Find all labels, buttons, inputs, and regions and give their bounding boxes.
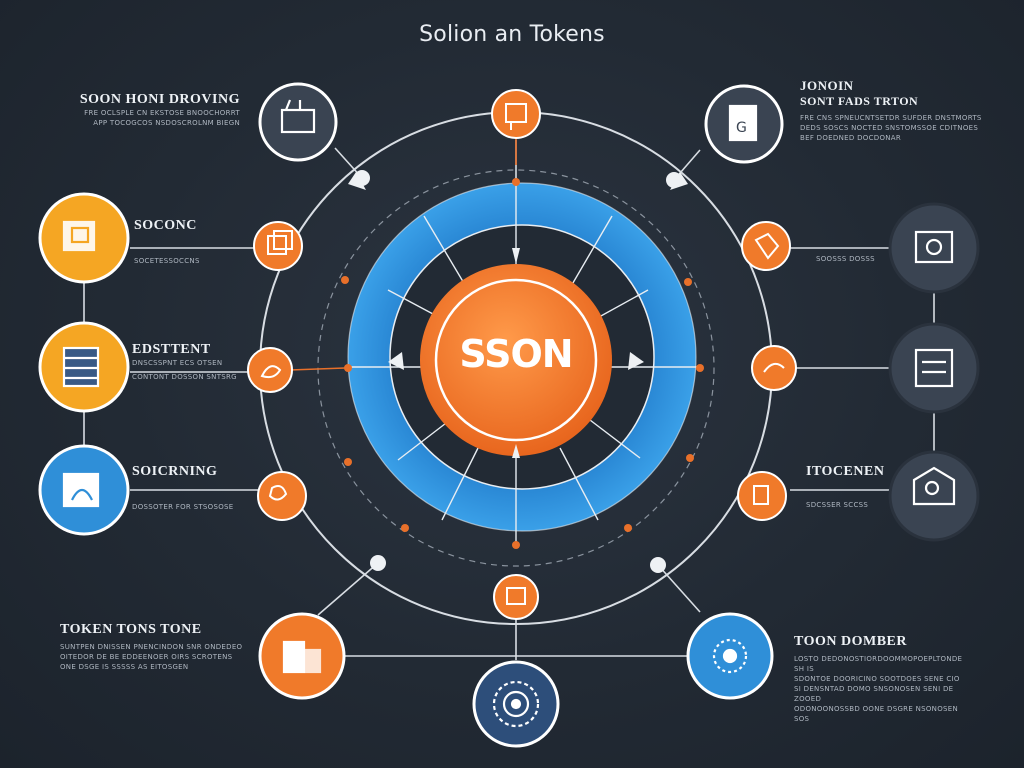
label-sub: SDCSSER SCCSS [806,501,869,509]
label-top-right: JONOIN SONT FADS TRTON FRE CNS SPNEUCNTS… [800,78,1000,143]
label-sub: ONE DSGE IS SSSSS AS EITOSGEN [60,663,189,671]
label-sub: BEF DOEDNED DOCDONAR [800,134,902,142]
label-sub: LOSTO DEDONOSTIORDOOMMOPOEPLTONDE SH IS [794,655,963,673]
outer-right-nodes [686,84,980,700]
label-sub: SOOSSS DOSSS [816,255,875,263]
label-sub: SOCETESSOCCNS [134,257,200,265]
label-heading: TOKEN TONS TONE [60,622,202,637]
label-sub: ODONOONOSSBD OONE DSGRE NSONOSEN SOS [794,705,959,723]
inner-orange-nodes [247,89,797,620]
label-right-1: SOOSSS DOSSS [816,254,896,264]
label-bottom-right: TOON DOMBER LOSTO DEDONOSTIORDOOMMOPOEPL… [794,634,974,724]
label-sub: DOSSOTER FOR STSOSOSE [132,503,234,511]
center-label: SSON [459,332,573,376]
page-title: Solion an Tokens [419,22,605,47]
label-sub: DNSCSSPNT ECS OTSEN [132,359,223,367]
label-sub: FRE OCLSPLE CN EKSTOSE BNOOCHORRT [84,109,240,117]
svg-text:G: G [736,120,747,136]
label-sub: SDONTOE DOORICINO SOOTDOES SENE CIO [794,675,960,683]
label-sub: APP TOCOGCOS NSDOSCROLNM BIEGN [93,119,240,127]
label-sub: DEDS SOSCS NOCTED SNSTOMSSOE CDITNOES [800,124,979,132]
label-left-2: EDSTTENT DNSCSSPNT ECS OTSEN CONTONT DOS… [132,342,252,382]
arrowheads [348,172,688,458]
spokes [346,190,698,545]
label-bottom-left: TOKEN TONS TONE SUNTPEN DNISSEN PNENCIND… [60,622,250,672]
label-left-1: SOCONC SOCETESSOCCNS [134,218,244,266]
label-sub: FRE CNS SPNEUCNTSETDR SUFDER DNSTMORTS [800,114,982,122]
label-sub: OITEDOR DE BE EDDEENOER OIRS SCROTENS [60,653,233,661]
label-heading: TOON DOMBER [794,634,907,649]
label-right-3: ITOCENEN SDCSSER SCCSS [806,464,896,510]
label-sub: SUNTPEN DNISSEN PNENCINDON SNR ONDEDEO [60,643,243,651]
label-heading: JONOIN [800,78,854,93]
label-heading: SOCONC [134,218,197,233]
label-sub: SI DENSNTAD DOMO SNSONOSEN SENI DE ZOOED [794,685,954,703]
label-heading: ITOCENEN [806,464,885,479]
connectors [83,140,935,660]
center-node [420,264,612,456]
label-sub: CONTONT DOSSON SNTSRG [132,373,237,381]
label-heading: SOICRNING [132,464,218,479]
label-left-3: SOICRNING DOSSOTER FOR STSOSOSE [132,464,262,512]
outer-node-glyphs: G [62,99,956,728]
label-heading: EDSTTENT [132,342,211,357]
label-heading: SOON HONI DROVING [79,92,240,107]
dashed-ring [317,169,715,567]
label-top-left: SOON HONI DROVING FRE OCLSPLE CN EKSTOSE… [40,92,240,128]
label-heading-2: SONT FADS TRTON [800,94,919,108]
